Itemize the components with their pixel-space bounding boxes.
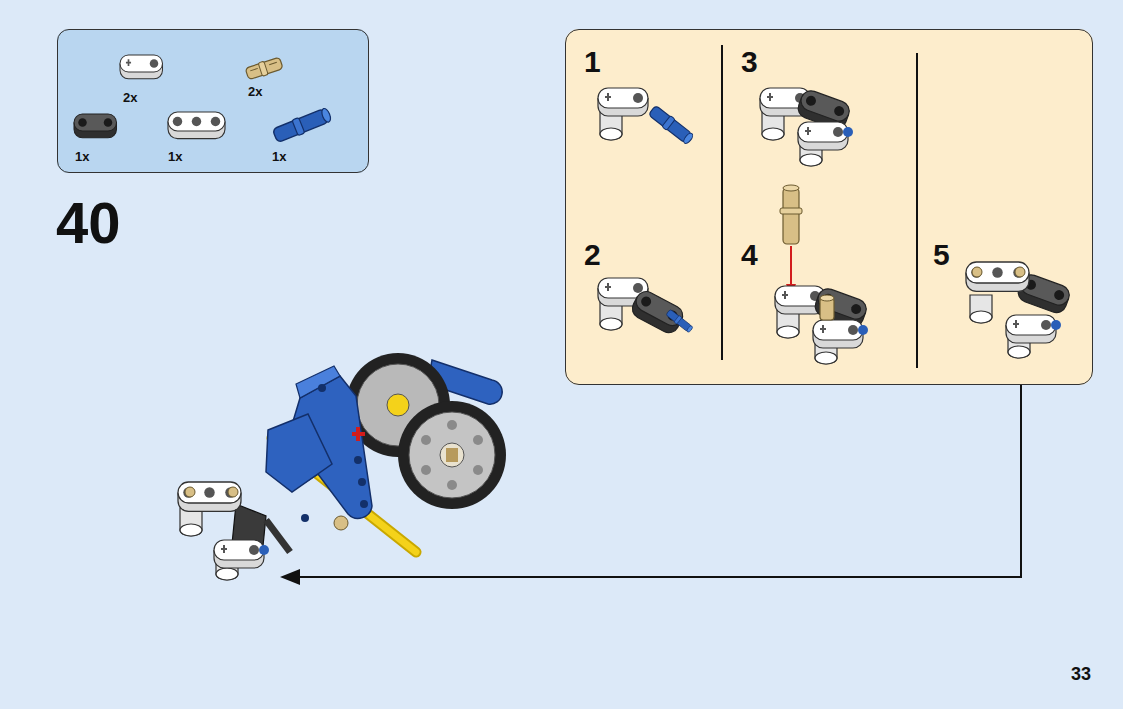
substep-number: 5 xyxy=(933,240,950,270)
instruction-panel: 1 2 3 4 5 xyxy=(565,29,1093,385)
flow-arrow xyxy=(298,385,1021,577)
substep-number: 2 xyxy=(584,240,601,270)
step-number: 40 xyxy=(56,194,121,252)
instruction-panel: 2x 2x 1x 1x 1x xyxy=(57,29,369,173)
part-quantity: 1x xyxy=(75,150,89,163)
page-number: 33 xyxy=(1071,665,1091,683)
substep-number: 3 xyxy=(741,47,758,77)
parts-panel-fill xyxy=(57,29,369,173)
substep-number: 1 xyxy=(584,47,601,77)
substep-number: 4 xyxy=(741,240,758,270)
part-quantity: 2x xyxy=(248,85,262,98)
part-quantity: 1x xyxy=(168,150,182,163)
part-quantity: 2x xyxy=(123,91,137,104)
substep-panel-fill xyxy=(565,29,1093,385)
part-quantity: 1x xyxy=(272,150,286,163)
